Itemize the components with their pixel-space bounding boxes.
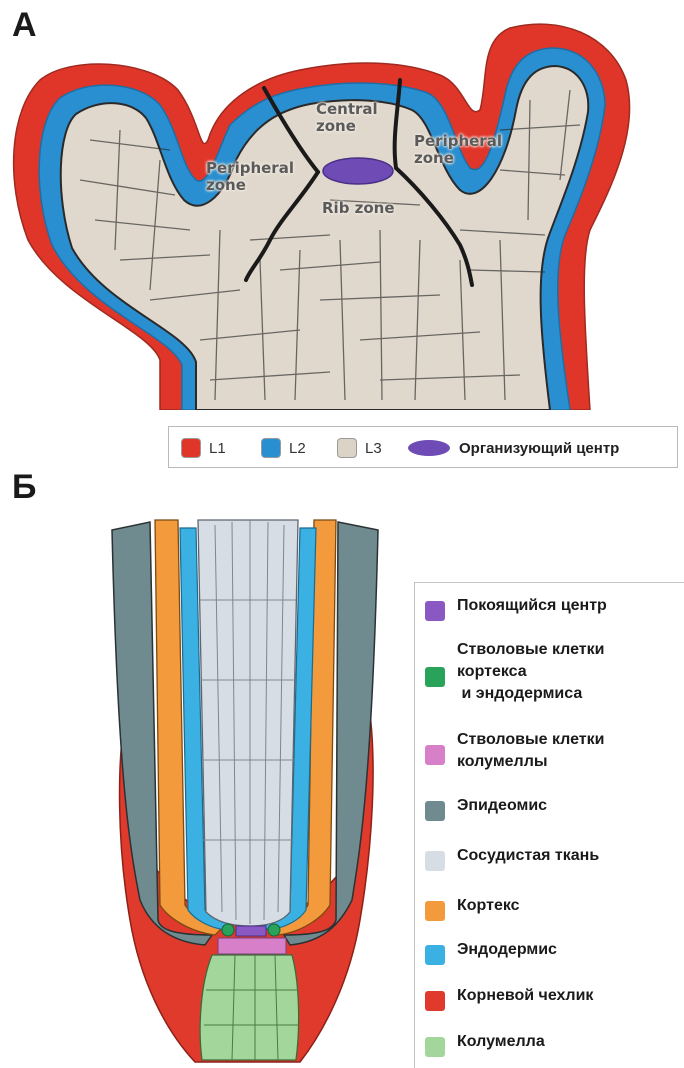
peripheral-zone-left-label: Peripheral zone [206,160,294,194]
legend-b-root-cap: Корневой чехлик [425,985,593,1011]
legend-b-columella: Колумелла [425,1031,545,1057]
legend-b-root-cap-swatch [425,991,445,1011]
legend-b-cortex-endodermis-stem-cells: Стволовые клетки кортекса и эндодермиса [425,639,604,705]
legend-b-quiescent-center-label: Покоящийся центр [457,595,607,617]
legend-panel-a: L1 L2 L3 Организующий центр [168,426,678,468]
cortex-endodermis-stem-cell-left [222,924,234,936]
legend-a-organizing-center: Организующий центр [407,438,619,458]
legend-b-epidermis-label: Эпидеомис [457,795,547,817]
organizing-center [323,158,393,184]
legend-b-cortex-label: Кортекс [457,895,520,917]
legend-b-cortex-endodermis-stem-cells-swatch [425,667,445,687]
root-cap-layer [120,700,374,1062]
columella [200,955,298,1060]
endodermis-right [262,528,316,930]
legend-a-l1: L1 [181,438,226,458]
legend-b-epidermis: Эпидеомис [425,795,547,821]
legend-b-endodermis-label: Эндодермис [457,939,557,961]
legend-a-organizing-center-swatch [407,438,451,458]
legend-panel-b: Покоящийся центр Стволовые клетки кортек… [414,582,684,1068]
legend-a-l3: L3 [337,438,382,458]
legend-b-vascular-tissue-label: Сосудистая ткань [457,845,599,867]
legend-a-l1-swatch [181,438,201,458]
legend-b-quiescent-center-swatch [425,601,445,621]
panel-b-letter: Б [12,468,36,507]
legend-b-cortex: Кортекс [425,895,520,921]
legend-a-l2-label: L2 [289,440,306,457]
epidermis-right [284,522,378,945]
legend-b-columella-stem-cells-label: Стволовые клетки колумеллы [457,729,604,773]
legend-a-l3-label: L3 [365,440,382,457]
cortex-left [155,520,222,935]
legend-b-cortex-swatch [425,901,445,921]
legend-b-columella-swatch [425,1037,445,1057]
columella-stem-cells [218,938,286,954]
legend-b-vascular-tissue: Сосудистая ткань [425,845,599,871]
legend-b-columella-stem-cells-swatch [425,745,445,765]
legend-a-l2: L2 [261,438,306,458]
peripheral-zone-right-label: Peripheral zone [414,133,502,167]
columella-cell-lines [204,955,298,1060]
legend-a-l2-swatch [261,438,281,458]
legend-b-columella-stem-cells: Стволовые клетки колумеллы [425,729,604,773]
epidermis-left [112,522,212,945]
legend-a-l1-label: L1 [209,440,226,457]
legend-b-columella-label: Колумелла [457,1031,545,1053]
legend-a-organizing-center-label: Организующий центр [459,440,619,457]
legend-b-endodermis: Эндодермис [425,939,557,965]
legend-b-cortex-endodermis-stem-cells-label: Стволовые клетки кортекса и эндодермиса [457,639,604,705]
legend-b-quiescent-center: Покоящийся центр [425,595,607,621]
legend-a-l3-swatch [337,438,357,458]
quiescent-center [236,926,266,936]
cortex-endodermis-stem-cell-right [268,924,280,936]
cortex-right [272,520,336,935]
central-zone-label: Central zone [316,101,378,135]
vascular-tissue [198,520,298,926]
legend-b-epidermis-swatch [425,801,445,821]
legend-b-vascular-tissue-swatch [425,851,445,871]
vascular-cell-lines [200,520,296,924]
endodermis-left [180,528,232,930]
legend-b-root-cap-label: Корневой чехлик [457,985,593,1007]
legend-b-endodermis-swatch [425,945,445,965]
rib-zone-label: Rib zone [322,200,395,217]
